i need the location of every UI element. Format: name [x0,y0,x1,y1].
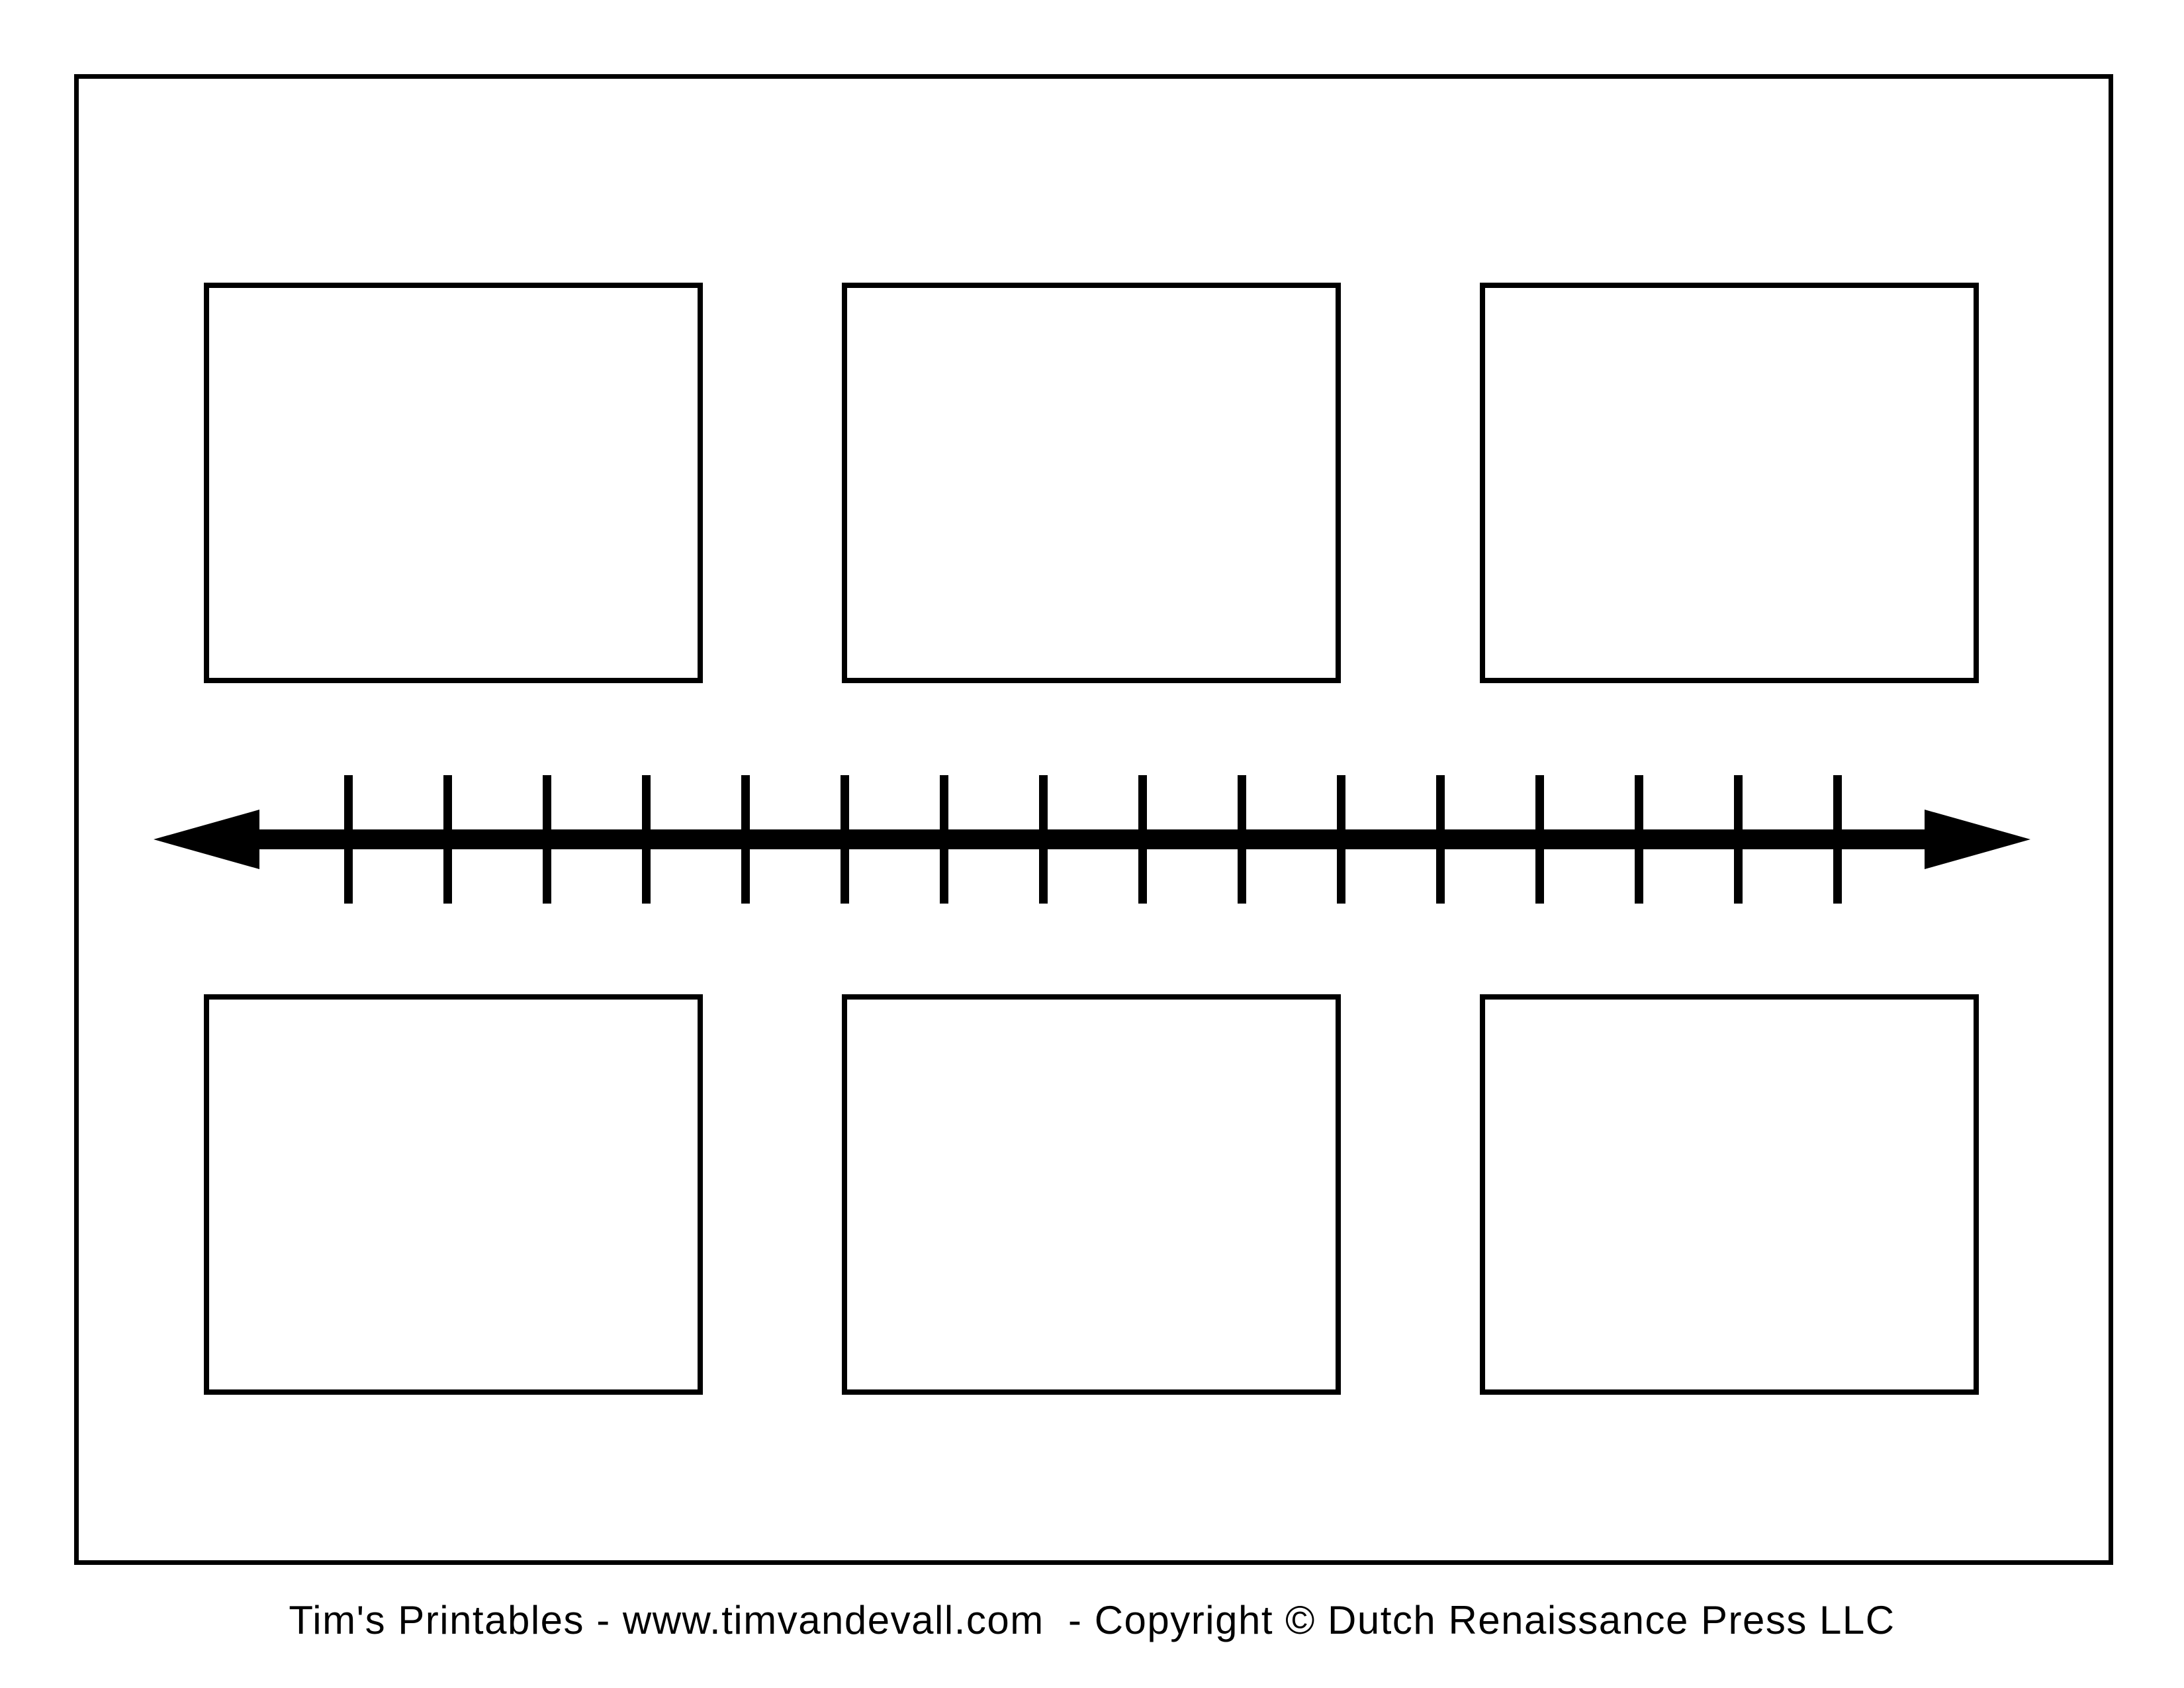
timeline-box-bottom-3 [1480,994,1979,1395]
timeline-box-top-3 [1480,283,1979,683]
timeline-box-top-2 [842,283,1341,683]
footer-credit: Tim's Printables - www.timvandevall.com … [289,1598,1895,1642]
timeline-box-bottom-2 [842,994,1341,1395]
timeline-box-top-1 [204,283,703,683]
timeline-box-bottom-1 [204,994,703,1395]
